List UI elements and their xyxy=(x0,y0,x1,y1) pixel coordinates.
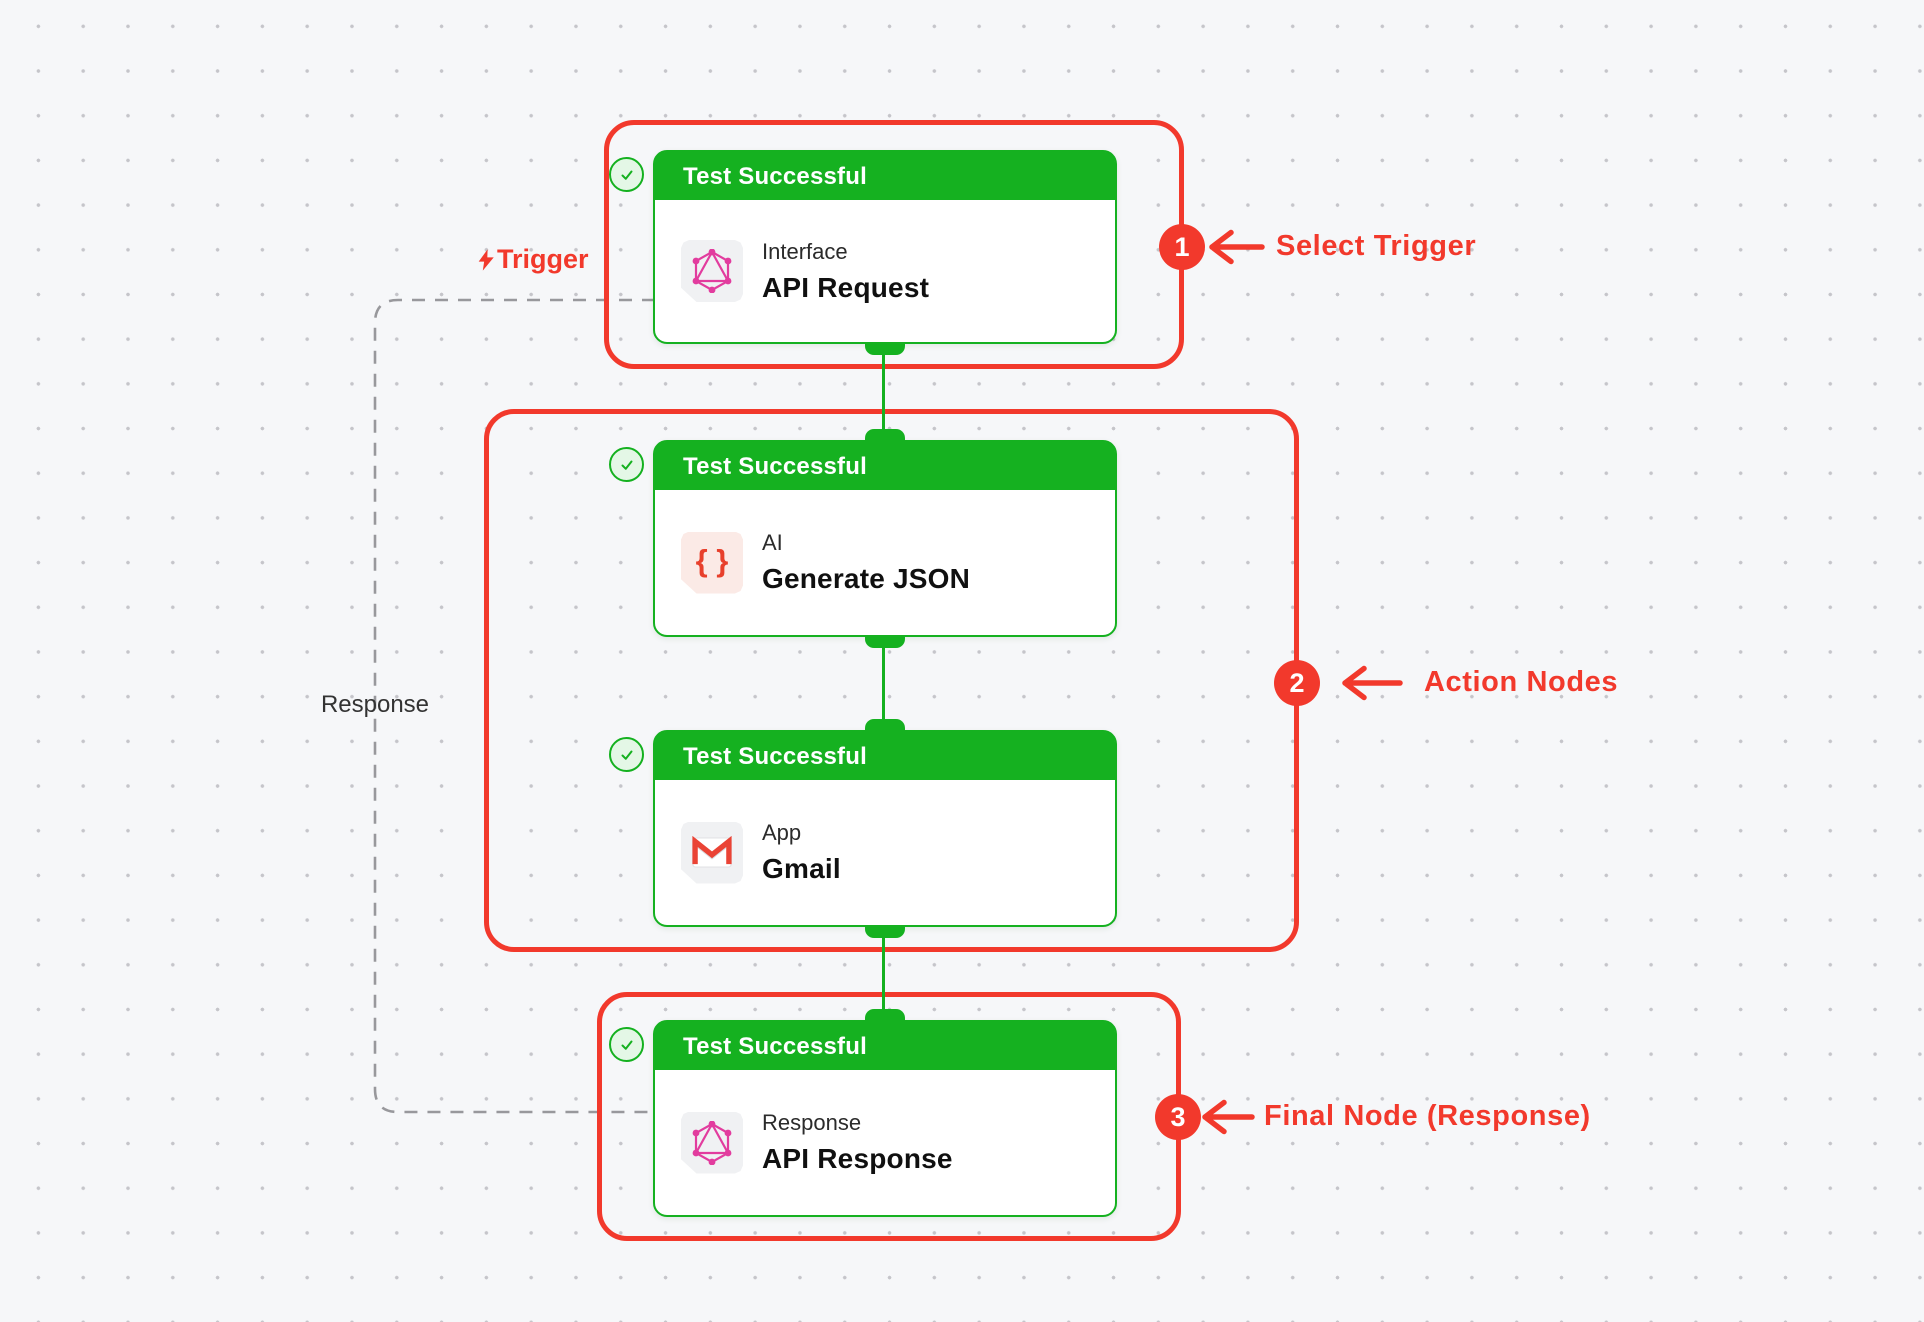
test-success-check-icon xyxy=(609,447,644,482)
connector-handle-bottom[interactable] xyxy=(865,635,905,648)
response-edge-label: Response xyxy=(320,691,430,718)
connector-handle-bottom[interactable] xyxy=(865,925,905,938)
node-generate-json[interactable]: Test Successful { } AI Generate JSON xyxy=(653,429,1117,648)
connector-handle-top[interactable] xyxy=(865,429,905,442)
node-status-header: Test Successful xyxy=(655,1022,1115,1070)
connector-line-json-to-gmail xyxy=(881,644,885,720)
node-title: API Response xyxy=(762,1143,953,1174)
node-title: Generate JSON xyxy=(762,563,971,594)
gmail-icon xyxy=(681,821,743,884)
annotation-action-nodes: Action Nodes xyxy=(1424,666,1619,698)
node-api-request[interactable]: Test Successful Interface API Request xyxy=(653,150,1117,355)
node-type-label: Interface xyxy=(762,238,848,264)
node-gmail[interactable]: Test Successful App Gmail xyxy=(653,719,1117,938)
connector-handle-top[interactable] xyxy=(865,719,905,732)
graphql-icon xyxy=(681,240,743,302)
annotation-badge-1: 1 xyxy=(1159,224,1205,270)
json-braces-icon: { } xyxy=(681,531,743,594)
connector-line-trigger-to-json xyxy=(881,350,885,430)
node-api-response[interactable]: Test Successful Response API Response xyxy=(653,1009,1117,1217)
annotation-badge-3: 3 xyxy=(1155,1094,1201,1140)
node-status-header: Test Successful xyxy=(655,442,1115,490)
lightning-bolt-icon xyxy=(478,248,494,271)
annotation-select-trigger: Select Trigger xyxy=(1276,230,1477,262)
node-title: API Request xyxy=(762,271,930,303)
trigger-label: Trigger xyxy=(478,244,589,275)
connector-handle-top[interactable] xyxy=(865,1009,905,1022)
graphql-icon xyxy=(681,1111,743,1174)
node-type-label: Response xyxy=(762,1110,862,1135)
annotation-final-node: Final Node (Response) xyxy=(1264,1100,1591,1132)
node-status-header: Test Successful xyxy=(655,732,1115,780)
connector-handle-bottom[interactable] xyxy=(865,342,905,355)
connector-line-gmail-to-response xyxy=(881,932,885,1010)
annotation-badge-2: 2 xyxy=(1274,660,1320,706)
test-success-check-icon xyxy=(609,157,644,192)
node-status-header: Test Successful xyxy=(655,152,1115,200)
node-type-label: App xyxy=(762,820,802,845)
node-title: Gmail xyxy=(762,853,841,884)
node-type-label: AI xyxy=(762,530,783,555)
test-success-check-icon xyxy=(609,737,644,772)
test-success-check-icon xyxy=(609,1027,644,1062)
